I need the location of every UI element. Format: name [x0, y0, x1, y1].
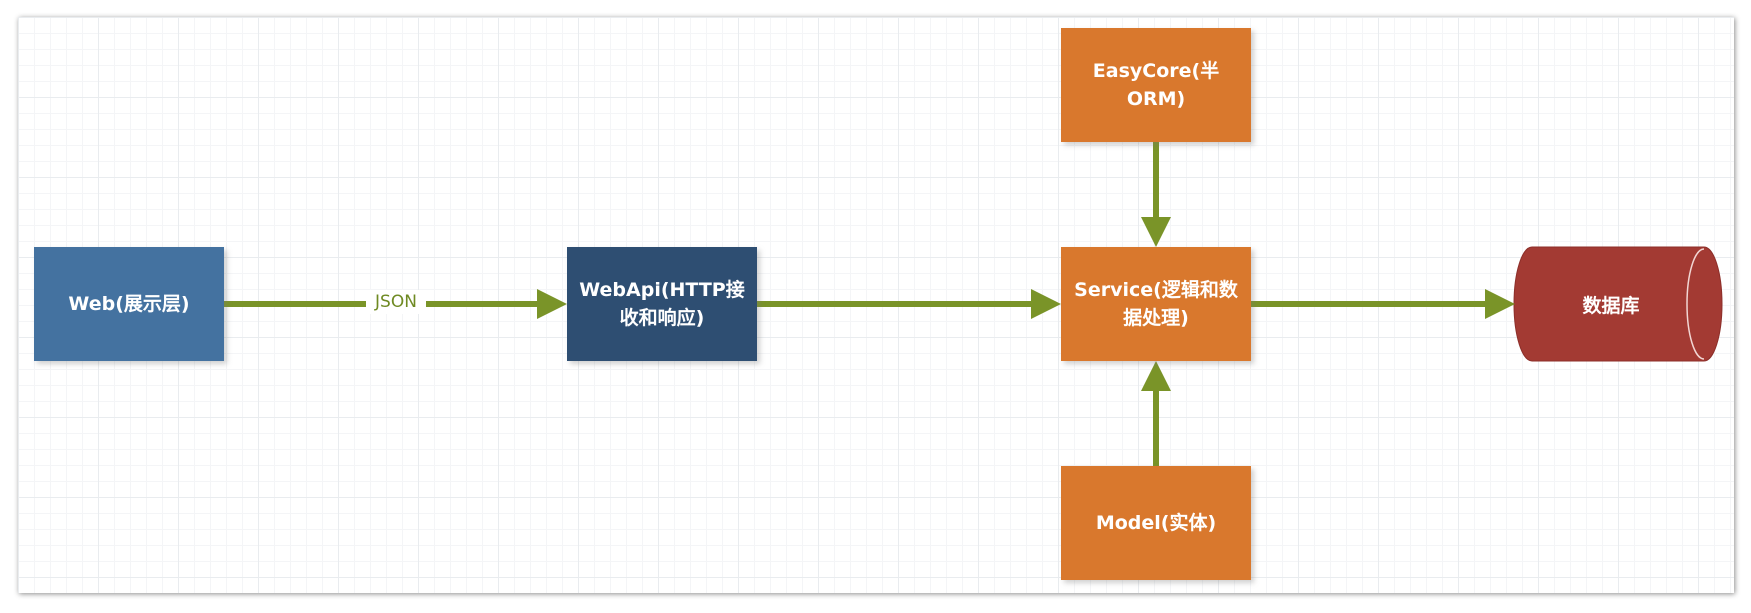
edge-easycore-to-service [1141, 142, 1171, 247]
node-webapi-label-line1: WebApi(HTTP接 [579, 279, 745, 301]
node-web[interactable]: Web(展示层) [34, 247, 224, 361]
node-webapi-label-line2: 收和响应) [619, 307, 705, 329]
node-model-label: Model(实体) [1095, 512, 1217, 534]
node-webapi[interactable]: WebApi(HTTP接 收和响应) [567, 247, 757, 361]
node-easycore-label: EasyCore(半ORM) [1092, 60, 1220, 110]
node-service-label-line2: 据处理) [1123, 307, 1189, 329]
edge-webapi-to-service [757, 289, 1061, 319]
edge-label-json: JSON [366, 290, 426, 314]
database-cylinder[interactable] [1513, 246, 1723, 362]
node-service-label-line1: Service(逻辑和数 [1074, 279, 1238, 301]
node-model[interactable]: Model(实体) [1061, 466, 1251, 580]
node-database-label: 数据库 [1582, 294, 1640, 317]
node-web-label: Web(展示层) [68, 293, 190, 315]
edge-service-to-database [1251, 289, 1515, 319]
node-easycore[interactable]: EasyCore(半ORM) [1061, 28, 1251, 142]
edge-model-to-service [1141, 361, 1171, 466]
node-service[interactable]: Service(逻辑和数 据处理) [1061, 247, 1251, 361]
